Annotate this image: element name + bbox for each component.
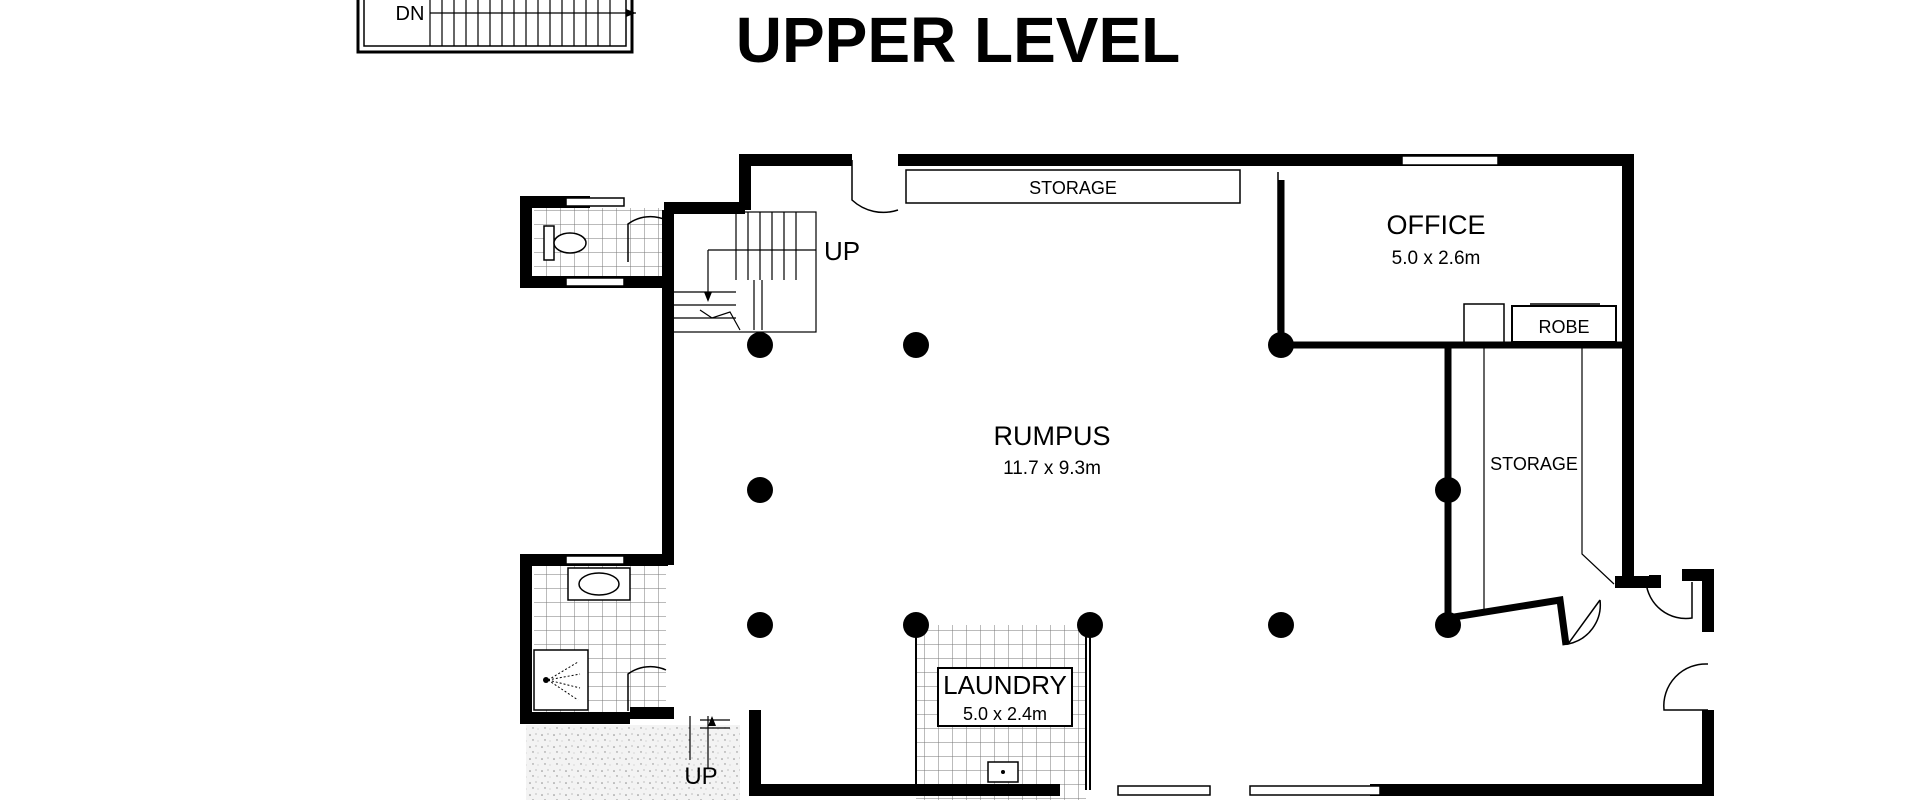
rumpus-name: RUMPUS [993, 421, 1110, 451]
basin-icon [567, 567, 631, 601]
storage-right-label: STORAGE [1490, 454, 1578, 474]
laundry-walls [915, 625, 1091, 790]
lower-stair-label: UP [684, 763, 717, 790]
office-size: 5.0 x 2.6m [1392, 248, 1481, 269]
landing-floor [526, 725, 740, 800]
office-name: OFFICE [1387, 210, 1486, 240]
main-stair-label: UP [824, 236, 860, 266]
top-stair-label: DN [396, 3, 425, 25]
storage-shelves [1483, 348, 1615, 610]
main-stair [669, 211, 817, 333]
rumpus-size: 11.7 x 9.3m [1003, 458, 1101, 479]
storage-bench [905, 169, 1241, 204]
exterior-walls [520, 154, 1714, 796]
laundry-label-box [937, 667, 1073, 727]
lower-stair [689, 716, 730, 768]
toilet-icon [543, 225, 587, 261]
windows [565, 155, 1499, 796]
robe-cupboard [1511, 305, 1617, 343]
top-stair: DN [356, 0, 636, 54]
shower-icon [533, 649, 589, 711]
office-cabinet [1463, 303, 1505, 347]
robe-label: ROBE [1538, 317, 1589, 337]
storage-top-label: STORAGE [1029, 178, 1117, 198]
plan-title: UPPER LEVEL [736, 4, 1181, 76]
doors [627, 160, 1709, 711]
columns [747, 332, 1461, 638]
laundry-name: LAUNDRY [943, 670, 1067, 700]
laundry-size: 5.0 x 2.4m [963, 704, 1047, 724]
